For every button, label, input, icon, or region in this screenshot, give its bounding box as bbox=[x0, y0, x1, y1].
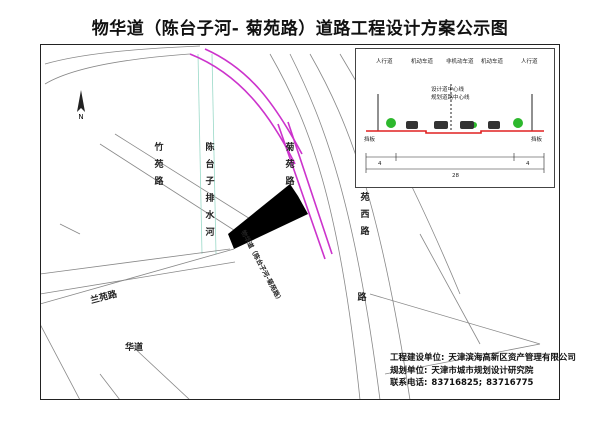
map-title: 物华道（陈台子河- 菊苑路）道路工程设计方案公示图 bbox=[91, 19, 509, 39]
phone-value-1: 83716825; bbox=[431, 378, 483, 388]
project-road-segment bbox=[228, 184, 308, 249]
planner-value: 天津市城市规划设计研究院 bbox=[431, 365, 534, 376]
zhuyuan-road-label: 竹苑路 bbox=[154, 143, 164, 187]
center-label-1: 设计道中心线 bbox=[431, 85, 465, 93]
road-label-right: 路 bbox=[357, 293, 367, 303]
section-label-5: 人行道 bbox=[521, 57, 538, 65]
planner-label: 规划单位: bbox=[390, 365, 428, 376]
section-label-2: 机动车道 bbox=[411, 57, 434, 65]
juyuan-road-label: 菊苑路 bbox=[285, 143, 295, 187]
phone-value-2: 83716775 bbox=[486, 378, 534, 388]
north-arrow-icon: N bbox=[77, 90, 85, 120]
river-label: 陈台子排水河 bbox=[205, 143, 215, 238]
section-label-3: 非机动车道 bbox=[446, 57, 474, 65]
dim-right: 4 bbox=[526, 161, 530, 167]
dim-left: 4 bbox=[378, 161, 382, 167]
info-block: 工程建设单位:天津滨海高新区资产管理有限公司 规划单位:天津市城市规划设计研究院… bbox=[390, 352, 580, 390]
builder-value: 天津滨海高新区资产管理有限公司 bbox=[448, 353, 576, 363]
dim-total: 28 bbox=[452, 173, 459, 179]
map-frame bbox=[40, 44, 560, 400]
phone-label: 联系电话: bbox=[390, 378, 428, 388]
builder-label: 工程建设单位: bbox=[390, 353, 445, 363]
left-edge-label: 挡板 bbox=[364, 135, 376, 143]
right-edge-label: 挡板 bbox=[531, 135, 543, 143]
xiyuan-road-label: 苑西路 bbox=[360, 193, 370, 237]
cross-section-inset: 人行道 机动车道 非机动车道 机动车道 人行道 设计道中心线 规划道路中心线 挡… bbox=[355, 48, 555, 188]
cross-section-diagram: 人行道 机动车道 非机动车道 机动车道 人行道 设计道中心线 规划道路中心线 挡… bbox=[364, 57, 545, 179]
section-label-4: 机动车道 bbox=[481, 57, 504, 65]
svg-text:N: N bbox=[78, 113, 83, 120]
wuhua-road-label: 华道 bbox=[125, 343, 144, 353]
section-label-1: 人行道 bbox=[376, 57, 393, 65]
